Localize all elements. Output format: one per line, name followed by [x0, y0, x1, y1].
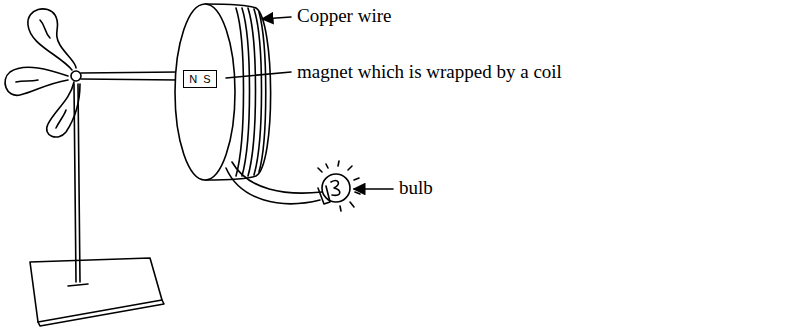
pole-letter: S: [203, 73, 210, 85]
bulb-filament: [331, 181, 340, 196]
pole-letter: N: [189, 73, 197, 85]
leader-arrow: [354, 188, 393, 190]
magnet-box: NS: [183, 70, 216, 88]
axle: [81, 72, 178, 80]
copper-windings: [236, 8, 266, 176]
wire: [232, 162, 322, 193]
bulb-rays: [318, 161, 360, 211]
stand-base-edge: [38, 300, 164, 326]
callout-label: magnet which is wrapped by a coil: [297, 62, 562, 83]
leader-line: [226, 72, 291, 78]
leader-arrow: [262, 17, 291, 19]
callout-label: Copper wire: [297, 6, 391, 27]
blade-detail: [16, 20, 66, 128]
propeller-blade: [5, 67, 68, 95]
propeller-hub: [71, 71, 81, 81]
propeller-blade: [47, 82, 80, 137]
stand-base: [30, 258, 162, 322]
callout-label: bulb: [399, 178, 433, 199]
bulb-glass: [322, 174, 350, 202]
propeller-blade: [28, 9, 76, 70]
pole-foot: [68, 284, 88, 286]
coil-face: [175, 4, 235, 180]
